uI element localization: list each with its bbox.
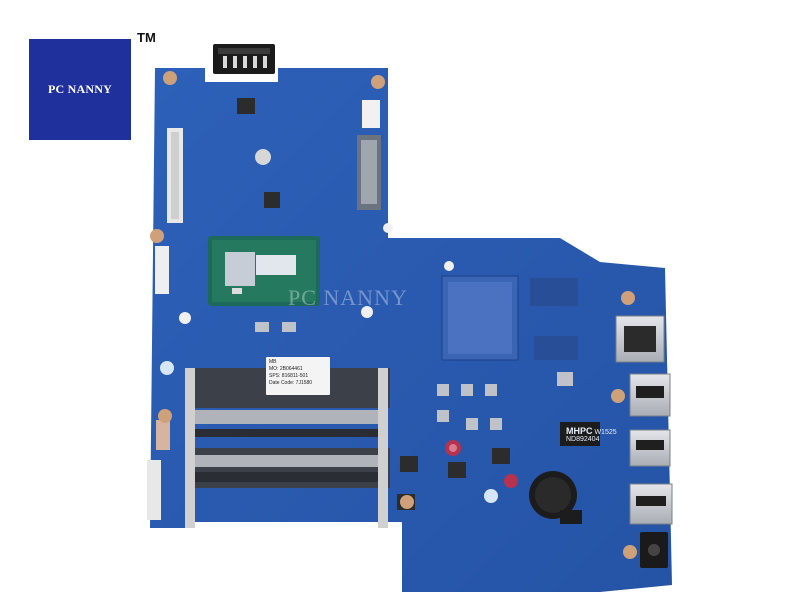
capacitor-red-2: [504, 474, 518, 488]
sticker-line-4: Date Code: 7J1580: [269, 380, 313, 386]
chip-code-2: ND892404: [566, 436, 600, 443]
sticker-line-2: MO: 2B064461: [269, 366, 303, 372]
chip-label: MHPC W1525 ND892404: [566, 426, 617, 444]
pcb-board: [150, 68, 672, 592]
chip-brand: MHPC: [566, 426, 593, 436]
connector-left-2: [155, 246, 169, 294]
chip-code-1: W1525: [594, 429, 617, 436]
connector-left-3: [156, 420, 170, 450]
board-sticker: MB MO: 2B064461 SPS: 816811-501 Date Cod…: [266, 357, 330, 395]
sticker-line-3: SPS: 816811-501: [269, 373, 309, 379]
trademark-symbol: TM: [137, 30, 156, 45]
fan-connector: [362, 100, 380, 128]
cpu-die: [225, 252, 255, 286]
logo-text: PC NANNY: [48, 82, 112, 96]
connector-left-4: [147, 460, 161, 520]
watermark: PC NANNY: [288, 285, 408, 310]
sticker-line-1: MB: [269, 359, 277, 365]
brand-logo: PC NANNY: [29, 39, 131, 140]
mhpc-chip: [560, 422, 600, 446]
